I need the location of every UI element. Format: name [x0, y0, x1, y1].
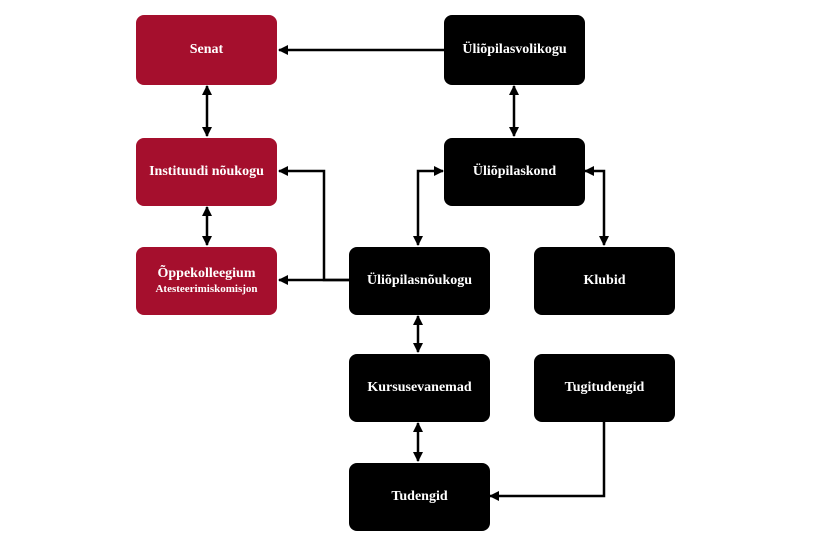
node-uliopilasnoukogu: Üliõpilasnõukogu: [349, 247, 490, 315]
node-tudengid-label: Tudengid: [391, 488, 448, 504]
node-kursusevanemad: Kursusevanemad: [349, 354, 490, 422]
node-senat-label: Senat: [189, 41, 224, 57]
node-uliopilaskond-label: Üliõpilaskond: [472, 163, 557, 179]
node-instituudi-noukogu: Instituudi nõukogu: [136, 138, 277, 206]
node-tugitudengid: Tugitudengid: [534, 354, 675, 422]
edge-tugitudengid-tudengid: [489, 422, 606, 501]
node-klubid: Klubid: [534, 247, 675, 315]
node-uliopilasvolikogu-label: Üliõpilasvolikogu: [462, 41, 567, 57]
node-kursusevanemad-label: Kursusevanemad: [367, 379, 472, 395]
node-klubid-label: Klubid: [583, 272, 626, 288]
node-tudengid: Tudengid: [349, 463, 490, 531]
edge-uliopilaskond-klubid: [584, 166, 609, 246]
node-oppekolleegium-sublabel: Atesteerimiskomisjon: [155, 283, 258, 296]
node-uliopilaskond: Üliõpilaskond: [444, 138, 585, 206]
node-oppekolleegium: Õppekolleegium Atesteerimiskomisjon: [136, 247, 277, 315]
node-uliopilasnoukogu-label: Üliõpilasnõukogu: [366, 272, 473, 288]
node-tugitudengid-label: Tugitudengid: [564, 379, 645, 395]
node-uliopilasvolikogu: Üliõpilasvolikogu: [444, 15, 585, 85]
node-oppekolleegium-label: Õppekolleegium: [157, 266, 256, 282]
edge-noukogu-instituudi: [278, 166, 349, 282]
node-instituudi-noukogu-label: Instituudi nõukogu: [149, 163, 264, 179]
edge-uliopilaskond-noukogu: [413, 166, 444, 246]
node-senat: Senat: [136, 15, 277, 85]
